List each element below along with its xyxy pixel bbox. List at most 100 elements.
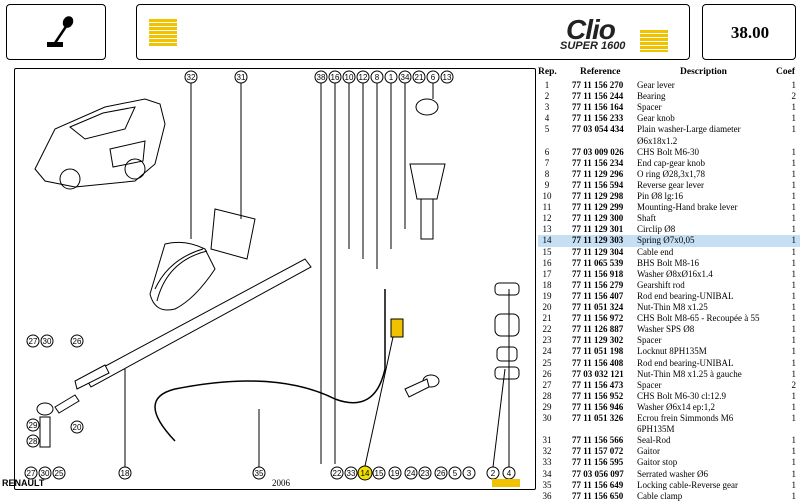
spring-highlight [390,318,404,338]
table-row[interactable]: Ø6x18x1.2 [538,136,800,148]
reference-cell: 77 11 156 952 [572,390,624,401]
diagram-drawing: 32 31 38 16 10 12 8 1 34 21 6 13 [24,70,520,481]
callout-32: 32 [187,73,196,82]
reference-cell: 77 11 156 972 [572,313,624,324]
reference-cell: 77 11 126 887 [572,324,624,335]
rep-cell: 15 [542,246,552,257]
reference-cell: 77 11 129 304 [572,246,624,257]
rep-cell: 1 [544,80,550,90]
left-callouts: 27 30 26 29 28 20 [26,334,84,448]
coef-cell: 1 [791,302,797,312]
description-cell: Pin Ø8 lg:16 [637,191,684,201]
reference-cell: 77 11 156 164 [572,102,624,113]
coef-cell: 1 [791,157,797,168]
svg-text:15: 15 [375,469,384,478]
svg-text:3: 3 [467,469,472,478]
coef-cell: 1 [791,168,797,179]
coef-cell: 1 [791,413,797,423]
rep-cell: 22 [542,324,552,335]
rep-cell: 5 [544,124,550,135]
table-row[interactable]: 6PH135M [538,424,800,436]
page-number-box: 38.00 [702,4,796,60]
reference-cell: 77 11 051 326 [572,413,624,423]
description-cell: Locking cable-Reverse gear [637,479,738,490]
reference-cell: 77 11 129 303 [572,235,624,246]
reference-cell: 77 11 156 407 [572,290,624,301]
coef-cell: 1 [791,191,797,201]
svg-text:20: 20 [73,423,82,432]
coef-cell: 1 [791,468,797,479]
col-header-coef: Coef [776,67,795,77]
reference-cell: 77 11 156 594 [572,179,624,190]
rep-cell: 2 [544,91,550,102]
coef-cell: 1 [791,479,797,490]
reference-cell: 77 11 156 650 [572,490,624,501]
svg-text:25: 25 [55,469,64,478]
description-cell: Shaft [637,213,656,224]
svg-text:24: 24 [407,469,416,478]
description-cell: Washer Ø6x14 ep:1,2 [637,401,716,412]
rep-cell: 18 [542,279,552,290]
description-cell: Seal-Rod [637,435,671,446]
svg-text:33: 33 [347,469,356,478]
reference-cell: 77 11 156 566 [572,435,624,446]
description-cell: CHS Bolt M6-30 [637,146,700,157]
description-cell: Gear knob [637,113,675,124]
svg-text:21: 21 [415,73,424,82]
svg-text:4: 4 [507,469,512,478]
svg-text:6: 6 [431,73,436,82]
coef-cell: 1 [791,368,797,379]
car-illustration [34,98,166,190]
col-header-description: Description [680,67,727,77]
svg-text:19: 19 [391,469,400,478]
reference-cell: 77 11 156 279 [572,279,624,290]
rep-cell: 7 [544,157,550,168]
rod-end-hardware-drawing [36,394,80,448]
bottom-callouts: 27 30 25 18 35 22 33 14 15 19 24 23 26 5… [24,289,516,481]
coef-cell: 1 [791,246,797,257]
svg-text:1: 1 [389,73,394,82]
reference-cell: 77 03 032 121 [572,368,624,379]
rep-cell: 27 [542,379,552,390]
rep-cell: 14 [542,235,552,246]
rep-cell: 31 [542,435,552,446]
rep-cell: 6 [544,146,550,157]
description-cell: O ring Ø28,3x1,78 [637,168,705,179]
